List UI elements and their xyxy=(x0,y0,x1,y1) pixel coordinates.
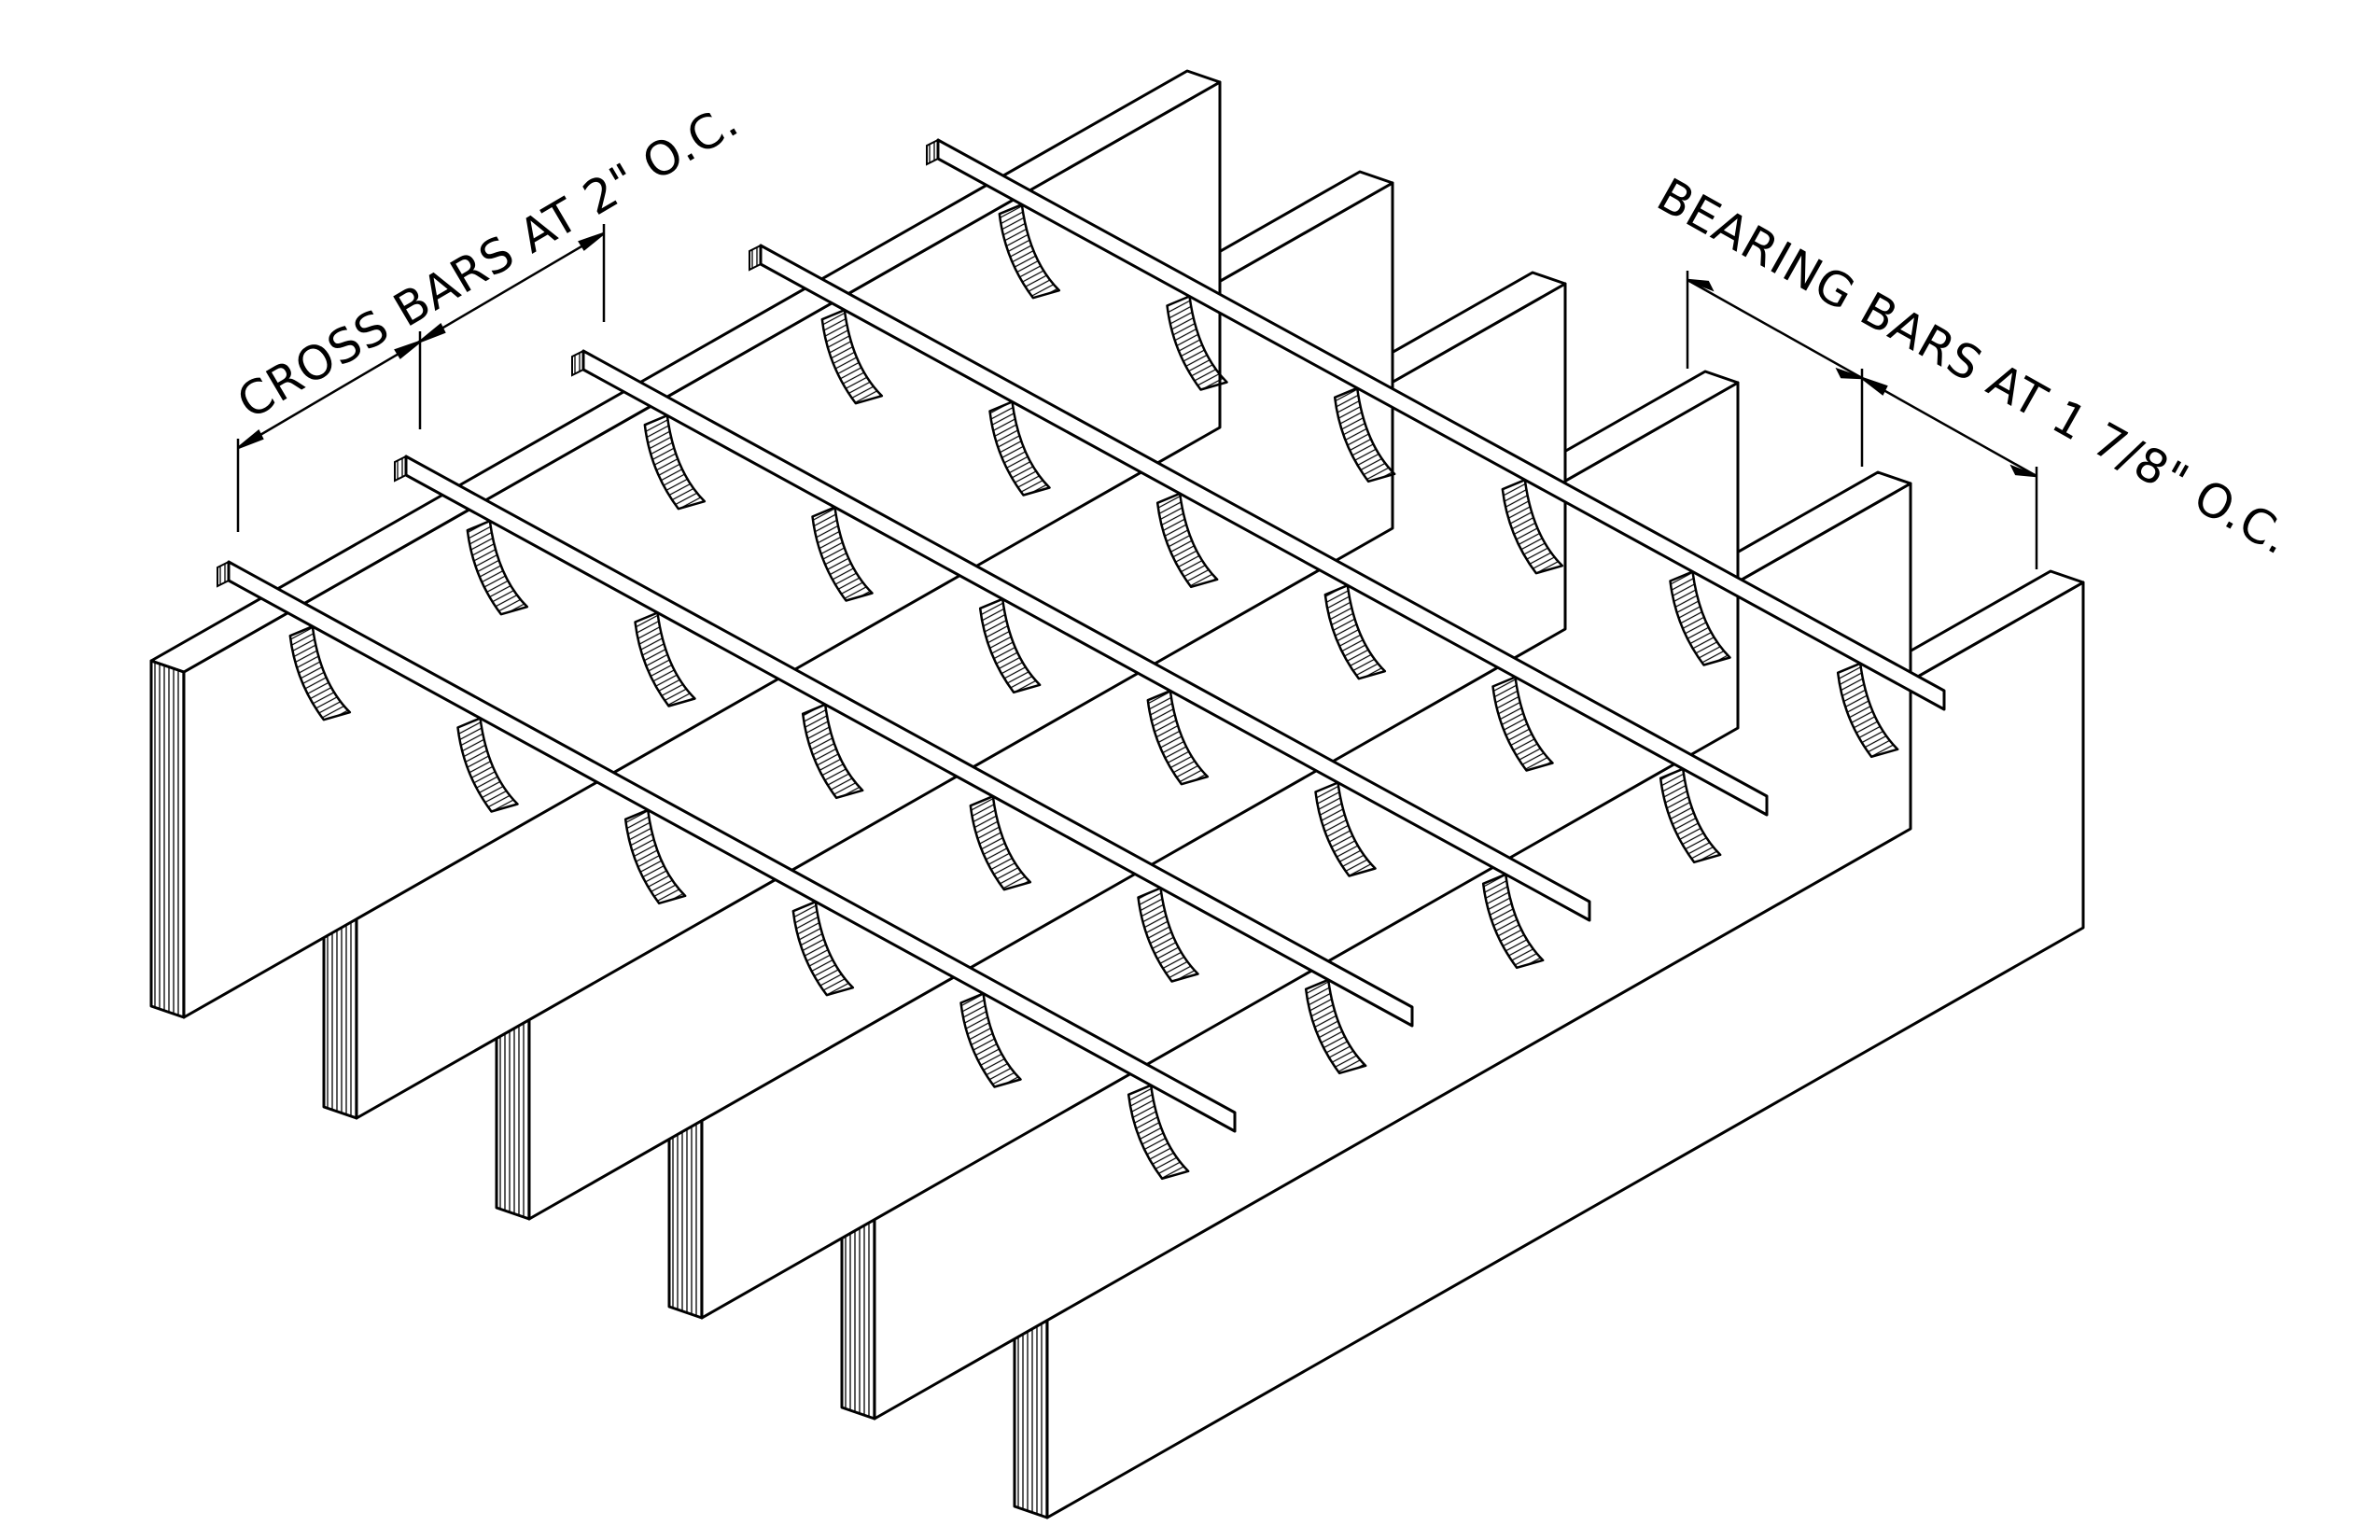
weld-fillet xyxy=(791,900,855,997)
weld-fillet xyxy=(466,519,529,616)
cross-bar-2 xyxy=(394,455,1414,1075)
weld-fillet xyxy=(1481,873,1545,970)
weld-fillet xyxy=(1836,662,1899,759)
weld-fillet xyxy=(1491,676,1554,772)
weld-fillet xyxy=(1155,492,1219,589)
cross-bar-end xyxy=(217,560,230,588)
weld-fillet xyxy=(988,400,1051,497)
weld-fillet xyxy=(1146,689,1210,786)
cross-bars-dimension xyxy=(236,224,606,532)
cross-bar-end xyxy=(394,455,407,483)
cross-bar-end xyxy=(926,138,939,166)
weld-fillet xyxy=(1669,570,1731,666)
cross-bar-end xyxy=(749,244,762,272)
weld-fillet xyxy=(456,717,519,813)
bearing-bars-arrowhead xyxy=(1687,278,2037,478)
cross-bar-5 xyxy=(926,138,1946,759)
weld-fillet xyxy=(1304,978,1367,1075)
weld-fillet xyxy=(1137,887,1199,983)
cross-bars xyxy=(217,138,1946,1181)
weld-fillet xyxy=(1659,767,1722,864)
weld-fillet xyxy=(820,308,884,405)
weld-fillet xyxy=(288,624,352,721)
weld-fillet xyxy=(1323,583,1387,680)
weld-fillet xyxy=(623,808,687,905)
weld-fillet xyxy=(959,992,1022,1088)
weld-fillet xyxy=(969,794,1032,891)
bearing-bars-dimension xyxy=(1686,271,2038,569)
bearing-bar-1 xyxy=(149,69,1222,1019)
weld-fillet xyxy=(998,203,1061,300)
cross-bar-1 xyxy=(217,560,1237,1181)
bearing-bars xyxy=(149,69,2085,1519)
cross-bar-4 xyxy=(749,244,1769,864)
weld-fillet xyxy=(643,413,707,511)
weld-fillet xyxy=(1314,781,1377,877)
weld-fillet xyxy=(1333,386,1396,483)
cross-bar-end xyxy=(571,349,584,377)
weld-fillet xyxy=(1501,478,1564,575)
weld-fillet xyxy=(1127,1084,1190,1181)
bearing-bars-label: BEARING BARS AT 1 7/8" O.C. xyxy=(1648,168,2300,566)
bearing-bar-end-face xyxy=(149,659,186,1019)
weld-fillet xyxy=(634,611,696,707)
weld-fillet xyxy=(978,597,1042,694)
weld-fillet xyxy=(811,506,874,602)
weld-fillet xyxy=(1166,295,1228,391)
cross-bars-arrowhead xyxy=(237,231,605,450)
cross-bar-3 xyxy=(571,349,1591,970)
weld-fillet xyxy=(801,703,864,800)
